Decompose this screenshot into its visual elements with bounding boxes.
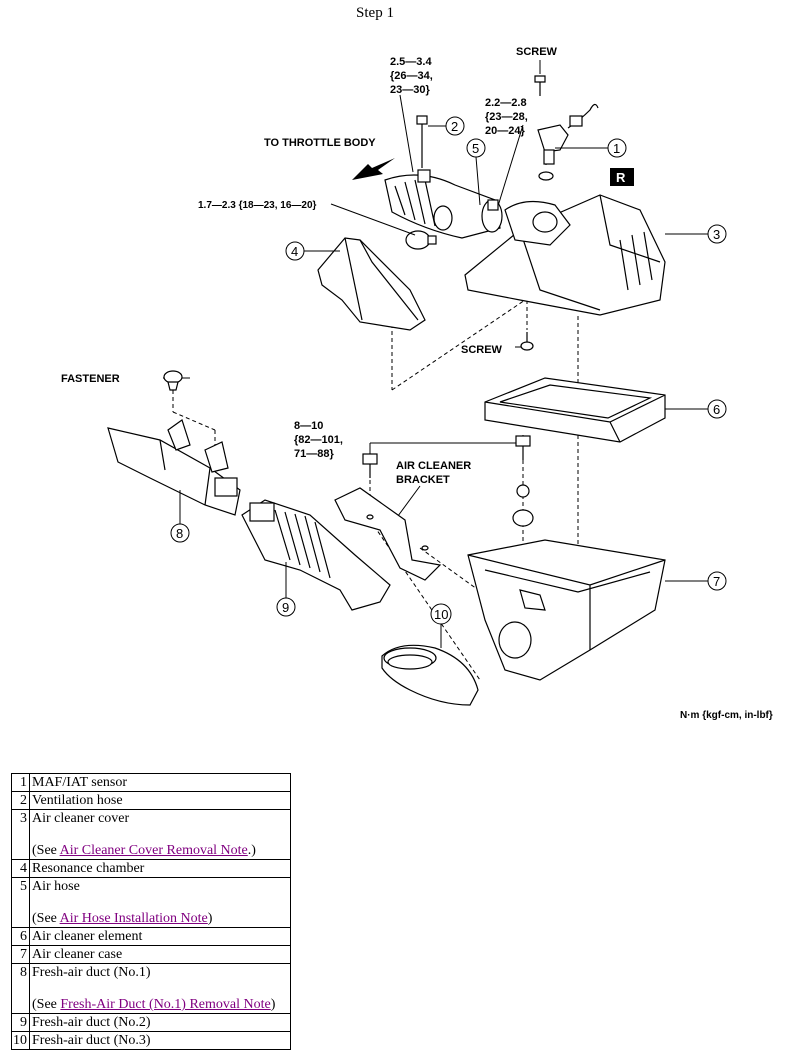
- svg-text:8: 8: [176, 526, 183, 541]
- step-title: Step 1: [356, 5, 394, 21]
- fastener-icon: [163, 370, 183, 391]
- part-name: Fresh-air duct (No.1): [32, 965, 151, 980]
- torque-2-line3: 20—24}: [485, 125, 525, 137]
- fresh-air-duct-2-drawing: [241, 499, 391, 611]
- bolt-right-icon: [512, 435, 534, 527]
- fresh-air-duct-1-drawing: [107, 419, 241, 516]
- table-row: 9 Fresh-air duct (No.2): [11, 1013, 291, 1032]
- air-hose-drawing: [384, 169, 503, 239]
- svg-text:4: 4: [291, 244, 298, 259]
- fresh-air-duct-3-drawing: [381, 644, 479, 706]
- part-number: 1: [11, 773, 30, 792]
- svg-text:1: 1: [613, 141, 620, 156]
- part-note: (See Air Cleaner Cover Removal Note.): [32, 843, 256, 858]
- callout-5: 5: [466, 138, 486, 206]
- torque-2-line1: 2.2—2.8: [485, 97, 527, 109]
- bracket-label-2: BRACKET: [396, 474, 450, 486]
- air-cleaner-element-drawing: [484, 377, 666, 443]
- table-row: 3 Air cleaner cover (See Air Cleaner Cov…: [11, 809, 291, 860]
- torque-4-line1: 8—10: [294, 420, 323, 432]
- resonance-chamber-drawing: [317, 237, 426, 331]
- air-cleaner-case-drawing: [467, 539, 666, 681]
- torque-1-line2: {26—34,: [390, 70, 433, 82]
- part-name: Fresh-air duct (No.3): [32, 1033, 151, 1048]
- part-name: Air cleaner case: [32, 947, 123, 962]
- torque-1-line1: 2.5—3.4: [390, 56, 432, 68]
- callout-10: 10: [430, 603, 452, 648]
- callout-4: 4: [285, 241, 340, 261]
- part-number: 9: [11, 1013, 30, 1032]
- fresh-air-duct-removal-note-link[interactable]: Fresh-Air Duct (No.1) Removal Note: [60, 997, 271, 1012]
- table-row: 8 Fresh-air duct (No.1) (See Fresh-Air D…: [11, 963, 291, 1014]
- part-note: (See Air Hose Installation Note): [32, 911, 213, 926]
- part-number: 8: [11, 963, 30, 1014]
- callout-2: 2: [428, 116, 465, 136]
- part-name: Air hose: [32, 879, 80, 894]
- part-number: 7: [11, 945, 30, 964]
- bolt-left-icon: [362, 453, 378, 478]
- table-row: 2 Ventilation hose: [11, 791, 291, 810]
- svg-text:6: 6: [713, 402, 720, 417]
- screw-top-label: SCREW: [516, 46, 558, 58]
- callout-1: 1: [555, 138, 627, 158]
- part-name: MAF/IAT sensor: [32, 775, 128, 790]
- throttle-arrow-icon: [352, 158, 395, 180]
- part-number: 6: [11, 927, 30, 946]
- part-number: 5: [11, 877, 30, 928]
- part-name: Air cleaner cover: [32, 811, 130, 826]
- svg-text:R: R: [616, 170, 626, 185]
- callout-7: 7: [665, 571, 727, 591]
- table-row: 7 Air cleaner case: [11, 945, 291, 964]
- torque-3: 1.7—2.3 {18—23, 16—20}: [198, 200, 317, 211]
- fastener-label: FASTENER: [61, 373, 120, 385]
- torque-4-line3: 71—88}: [294, 448, 334, 460]
- callout-8: 8: [170, 490, 190, 543]
- screw-bottom-icon: [520, 332, 534, 351]
- part-name: Air cleaner element: [32, 929, 143, 944]
- callout-6: 6: [665, 399, 727, 419]
- part-name: Resonance chamber: [32, 861, 145, 876]
- table-row: 1 MAF/IAT sensor: [11, 773, 291, 792]
- maf-sensor-drawing: [537, 103, 599, 181]
- table-row: 4 Resonance chamber: [11, 859, 291, 878]
- screw-bottom-label: SCREW: [461, 344, 503, 356]
- torque-4-line2: {82—101,: [294, 434, 343, 446]
- air-cleaner-cover-removal-note-link[interactable]: Air Cleaner Cover Removal Note: [59, 843, 248, 858]
- svg-text:10: 10: [434, 607, 448, 622]
- exploded-diagram: SCREW SCREW TO THROTTLE BODY FASTENER AI…: [61, 46, 773, 721]
- to-throttle-label: TO THROTTLE BODY: [264, 137, 376, 149]
- air-cleaner-bracket-drawing: [334, 487, 442, 581]
- units-label: N·m {kgf-cm, in-lbf}: [680, 710, 773, 721]
- part-name: Fresh-air duct (No.2): [32, 1015, 151, 1030]
- part-number: 3: [11, 809, 30, 860]
- screw-top-icon: [534, 75, 546, 96]
- table-row: 6 Air cleaner element: [11, 927, 291, 946]
- part-number: 10: [11, 1031, 30, 1050]
- bracket-label-1: AIR CLEANER: [396, 460, 471, 472]
- hose-clamp-drawing: [405, 230, 437, 250]
- air-cleaner-cover-drawing: [464, 194, 666, 316]
- part-name: Ventilation hose: [32, 793, 123, 808]
- ventilation-hose-drawing: [416, 115, 428, 168]
- table-row: 10 Fresh-air duct (No.3): [11, 1031, 291, 1050]
- replace-badge: R: [610, 168, 634, 186]
- svg-text:2: 2: [451, 119, 458, 134]
- air-hose-installation-note-link[interactable]: Air Hose Installation Note: [59, 911, 208, 926]
- svg-text:7: 7: [713, 574, 720, 589]
- svg-text:5: 5: [472, 141, 479, 156]
- callout-3: 3: [665, 224, 727, 244]
- table-row: 5 Air hose (See Air Hose Installation No…: [11, 877, 291, 928]
- svg-text:9: 9: [282, 600, 289, 615]
- part-number: 4: [11, 859, 30, 878]
- callout-9: 9: [276, 562, 296, 617]
- torque-1-line3: 23—30}: [390, 84, 430, 96]
- svg-text:3: 3: [713, 227, 720, 242]
- part-note: (See Fresh-Air Duct (No.1) Removal Note): [32, 997, 276, 1012]
- torque-2-line2: {23—28,: [485, 111, 528, 123]
- part-number: 2: [11, 791, 30, 810]
- parts-table: 1 MAF/IAT sensor 2 Ventilation hose 3 Ai…: [11, 773, 291, 1050]
